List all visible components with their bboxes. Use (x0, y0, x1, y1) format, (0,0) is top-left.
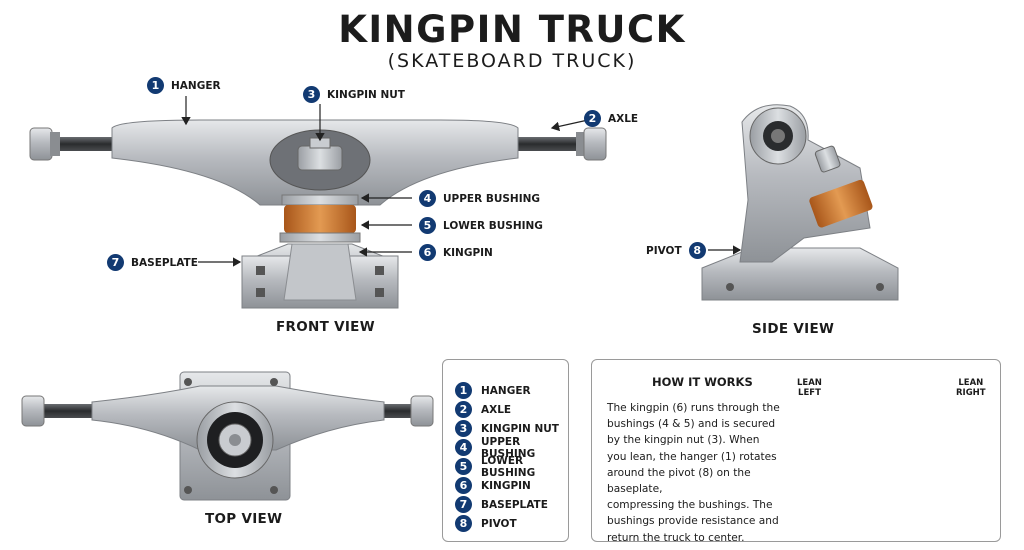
callout-label: UPPER BUSHING (443, 192, 541, 205)
front-upper-bushing (284, 205, 356, 233)
badge-number: 5 (455, 458, 472, 475)
callout-hanger: 1 HANGER (147, 77, 221, 94)
callout-kingpin: 6 KINGPIN (419, 244, 493, 261)
legend-label: BASEPLATE (481, 498, 548, 511)
legend-label: PIVOT (481, 517, 517, 530)
badge-number: 8 (455, 515, 472, 532)
callout-label: AXLE (608, 112, 639, 125)
badge-number: 6 (419, 244, 436, 261)
legend-label: KINGPIN NUT (481, 422, 559, 435)
legend-item: 3 KINGPIN NUT (455, 419, 568, 438)
badge-number: 7 (107, 254, 124, 271)
front-view-label: FRONT VIEW (276, 319, 375, 335)
legend-item: 4 UPPER BUSHING (455, 435, 568, 460)
page-subtitle: (SKATEBOARD TRUCK) (387, 50, 637, 72)
callout-label: LOWER BUSHING (443, 219, 543, 232)
callout-baseplate: 7 BASEPLATE (107, 254, 198, 271)
side-bushing (809, 179, 873, 228)
how-it-works-panel: HOW IT WORKS The kingpin (6) runs throug… (591, 359, 1001, 544)
legend-label: KINGPIN (481, 479, 531, 492)
badge-number: 4 (455, 439, 472, 456)
callout-kingpin-nut: 3 KINGPIN NUT (303, 86, 405, 103)
side-baseplate (701, 247, 899, 301)
legend-label: UPPER BUSHING (481, 435, 536, 460)
how-it-works-line: compressing the bushings. The (607, 499, 773, 512)
how-it-works-line: bushings provide resistance and (607, 515, 779, 528)
badge-number: 7 (455, 496, 472, 513)
legend-item: 5 LOWER BUSHING (455, 454, 568, 479)
how-it-works-line: bushings (4 & 5) and is secured (607, 418, 776, 431)
legend-item: 6 KINGPIN (455, 476, 568, 495)
callout-upper-bushing: 4 UPPER BUSHING (419, 190, 540, 207)
callout-axle: 2 AXLE (584, 110, 638, 127)
front-kingpin-nut (297, 145, 343, 171)
callout-pivot: 8 PIVOT (646, 242, 706, 259)
legend-item: 1 HANGER (455, 381, 568, 400)
front-left-axle-nut (29, 127, 60, 161)
badge-number: 5 (419, 217, 436, 234)
legend-label: AXLE (481, 403, 512, 416)
legend-label: HANGER (481, 384, 531, 397)
how-it-works-line: by the kingpin nut (3). When (607, 434, 760, 447)
top-view-label: TOP VIEW (205, 511, 283, 527)
badge-number: 3 (455, 420, 472, 437)
legend-item: 8 PIVOT (455, 514, 568, 533)
front-right-axle-nut (576, 127, 607, 161)
side-view-illustration (701, 104, 899, 301)
callout-label: PIVOT (646, 244, 682, 257)
callout-lower-bushing: 5 LOWER BUSHING (419, 217, 543, 234)
badge-number: 8 (688, 242, 706, 259)
badge-number: 4 (419, 190, 436, 207)
how-it-works-line: return the truck to center. (607, 531, 745, 544)
page-title: KINGPIN TRUCK (338, 8, 686, 51)
how-it-works-line: you lean, the hanger (1) rotates (607, 450, 777, 463)
callout-label: KINGPIN (443, 246, 493, 259)
callout-label: HANGER (171, 79, 221, 92)
side-view-label: SIDE VIEW (752, 321, 835, 337)
legend-item: 7 BASEPLATE (455, 495, 568, 514)
legend-label: LOWER BUSHING (481, 454, 536, 479)
callout-label: KINGPIN NUT (327, 88, 405, 101)
badge-number: 2 (455, 401, 472, 418)
badge-number: 1 (147, 77, 164, 94)
callout-label: BASEPLATE (131, 256, 198, 269)
badge-number: 1 (455, 382, 472, 399)
top-view-illustration (21, 371, 434, 501)
legend-item: 2 AXLE (455, 400, 568, 419)
badge-number: 3 (303, 86, 320, 103)
how-it-works-line: around the pivot (8) on the baseplate, (607, 466, 751, 496)
how-it-works-line: The kingpin (6) runs through the (607, 402, 780, 414)
how-it-works-title: HOW IT WORKS (652, 375, 753, 389)
badge-number: 6 (455, 477, 472, 494)
badge-number: 2 (584, 110, 601, 127)
how-it-works-text: The kingpin (6) runs through the bushings… (607, 400, 787, 546)
